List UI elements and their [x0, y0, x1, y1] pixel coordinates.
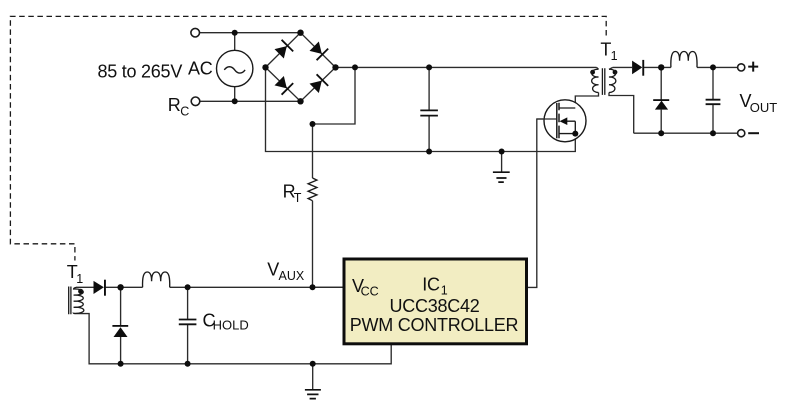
- svg-text:1: 1: [441, 283, 448, 297]
- svg-text:T: T: [600, 39, 611, 59]
- svg-text:T: T: [294, 191, 302, 205]
- svg-text:PWM CONTROLLER: PWM CONTROLLER: [350, 315, 519, 335]
- svg-text:R: R: [168, 95, 181, 115]
- svg-text:V: V: [740, 91, 752, 111]
- svg-text:T: T: [67, 262, 78, 282]
- svg-text:AC: AC: [188, 58, 213, 78]
- svg-text:OUT: OUT: [750, 100, 778, 115]
- svg-text:V: V: [267, 259, 279, 279]
- svg-text:HOLD: HOLD: [213, 317, 249, 332]
- svg-text:R: R: [283, 182, 296, 202]
- svg-text:IC: IC: [422, 275, 440, 295]
- svg-text:V: V: [352, 276, 364, 296]
- svg-text:1: 1: [76, 272, 83, 286]
- svg-text:UCC38C42: UCC38C42: [389, 296, 479, 316]
- svg-text:1: 1: [611, 49, 618, 63]
- svg-text:C: C: [203, 311, 216, 331]
- svg-text:85 to 265V: 85 to 265V: [98, 62, 183, 82]
- svg-text:C: C: [180, 104, 189, 118]
- svg-text:CC: CC: [361, 285, 379, 299]
- svg-text:AUX: AUX: [279, 269, 305, 283]
